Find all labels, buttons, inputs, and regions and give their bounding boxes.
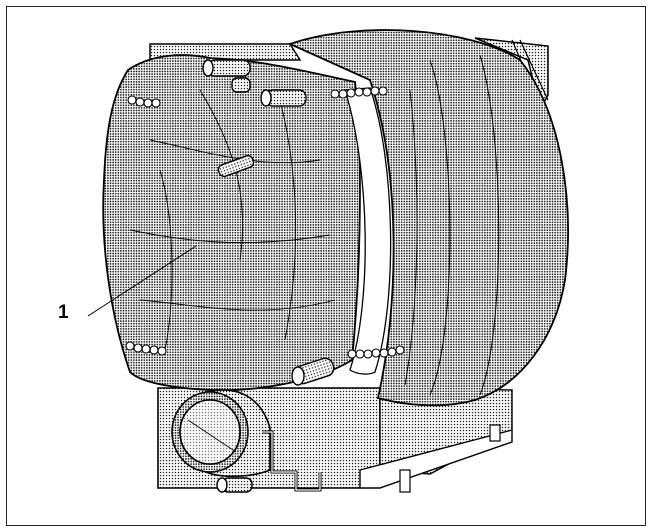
pipe-connectors: [202, 59, 335, 493]
callout-leader-line: [87, 245, 197, 317]
tie-cords: [125, 86, 405, 359]
fabric-cover-side: [287, 29, 569, 407]
drum-rim: [344, 87, 392, 375]
fabric-folds: [129, 89, 418, 386]
flue-outlet: [171, 389, 271, 478]
figure-frame: [6, 6, 646, 526]
callout-label-1: 1: [58, 302, 69, 323]
